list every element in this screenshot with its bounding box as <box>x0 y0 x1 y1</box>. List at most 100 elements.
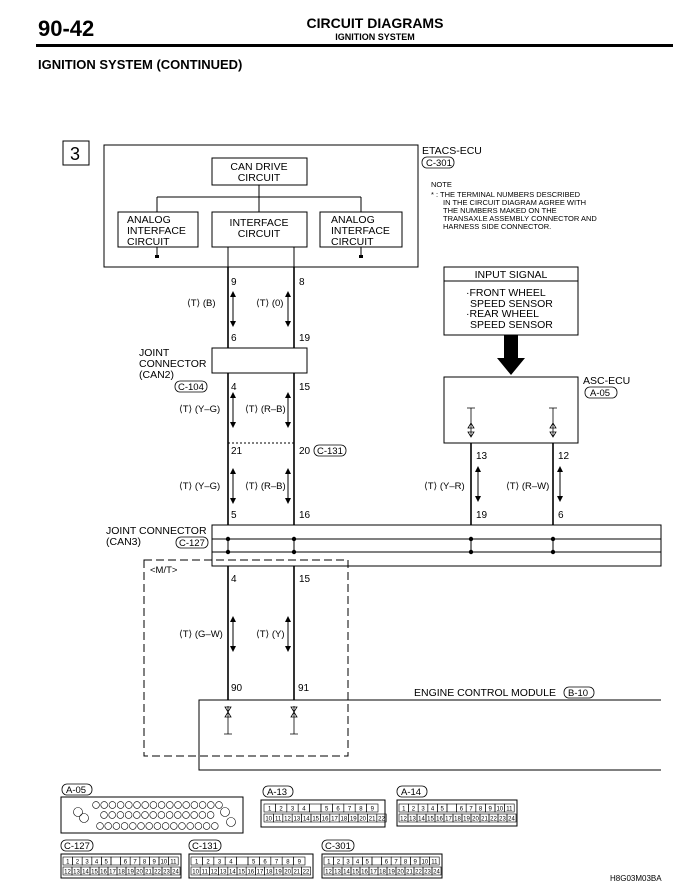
etacs-ecu-title: ETACS-ECU <box>422 145 482 157</box>
figure-code: H8G03M03BA <box>610 874 662 883</box>
input-signal-line3: ·REAR WHEEL <box>466 308 539 320</box>
connector-c127-diagram <box>60 853 182 879</box>
page-subtitle: IGNITION SYSTEM <box>335 32 415 42</box>
wire-label-1: ⟨T⟩ (B) <box>187 298 216 309</box>
a05-pin <box>133 801 141 809</box>
terminal-19: 19 <box>299 333 311 344</box>
asc-ecu-title: ASC-ECU <box>583 375 630 387</box>
wire-label-8: ⟨T⟩ (Y) <box>256 629 285 640</box>
c301-row1-pin: 3 <box>346 859 350 865</box>
c127-row2-pin: 20 <box>136 869 143 875</box>
a14-row2-pin: 14 <box>418 816 425 822</box>
a05-pin <box>137 822 145 830</box>
a13-row1-pin: 9 <box>371 806 375 812</box>
analog-interface-left-box <box>117 211 199 248</box>
analog-left-line3: CIRCUIT <box>127 236 170 248</box>
joint-connector-can2-box <box>211 347 308 374</box>
a05-pin <box>100 801 108 809</box>
analog-right-line2: INTERFACE <box>331 225 390 237</box>
connector-c127-label: C-127 <box>64 841 90 852</box>
c301-row2-pin: 12 <box>325 869 332 875</box>
c131-row1-pin: 2 <box>206 859 210 865</box>
c131-row1-pin: 5 <box>252 859 256 865</box>
terminal-12: 12 <box>558 451 570 462</box>
ecm-code: B-10 <box>568 688 588 699</box>
a14-row2-pin: 20 <box>472 816 479 822</box>
a05-pin <box>124 811 133 819</box>
c301-row1-pin: 8 <box>404 859 408 865</box>
terminal-4b: 4 <box>231 574 237 585</box>
a05-pin <box>108 811 116 819</box>
a05-pin <box>198 811 207 819</box>
c131-row2-pin: 21 <box>293 869 300 875</box>
a05-pin <box>211 822 219 830</box>
c301-row2-cell <box>431 866 442 876</box>
a05-pin <box>149 811 157 819</box>
a14-row1-pin: 7 <box>469 806 473 812</box>
a13-row2-pin: 11 <box>275 816 282 822</box>
can-drive-line1: CAN DRIVE <box>230 161 287 173</box>
c127-row1-pin: 8 <box>143 859 147 865</box>
a05-pin <box>198 801 207 809</box>
a13-row2-pin: 19 <box>350 816 357 822</box>
note-line2: IN THE CIRCUIT DIAGRAM AGREE WITH <box>443 198 586 207</box>
c301-row2-pin: 14 <box>343 869 350 875</box>
terminal-91: 91 <box>298 683 310 694</box>
a05-pin <box>129 822 137 830</box>
a05-pin <box>190 811 198 819</box>
a05-pin <box>206 811 215 819</box>
a14-row2-pin: 19 <box>463 816 470 822</box>
a14-row1-pin: 5 <box>441 806 445 812</box>
engine-control-module-box <box>198 699 661 771</box>
a05-pin <box>174 801 182 809</box>
a13-row2-pin: 10 <box>265 816 272 822</box>
page-number: 90-42 <box>38 16 95 41</box>
analog-left-line1: ANALOG <box>127 214 171 226</box>
c131-row2-pin: 14 <box>229 869 236 875</box>
c301-row1-pin: 1 <box>327 859 331 865</box>
a05-pin <box>141 811 149 819</box>
c301-row2-pin: 13 <box>334 869 341 875</box>
a14-row1-pin: 2 <box>412 806 416 812</box>
c301-row2-pin: 19 <box>388 869 395 875</box>
c301-row1-cell <box>371 856 382 866</box>
a05-pin <box>149 801 158 809</box>
a14-row1-pin: 8 <box>479 806 483 812</box>
header-rule <box>36 44 673 47</box>
section-title: IGNITION SYSTEM (CONTINUED) <box>38 57 243 72</box>
connector-a14-diagram <box>396 799 518 827</box>
a05-large-pin <box>226 817 236 827</box>
note-line5: HARNESS SIDE CONNECTOR. <box>443 222 551 231</box>
a05-large-pin <box>73 807 83 817</box>
a05-pin <box>112 822 121 830</box>
a05-pin <box>207 801 215 809</box>
c131-row1-pin: 8 <box>286 859 290 865</box>
a05-pin <box>157 811 166 819</box>
c127-row2-pin: 16 <box>100 869 107 875</box>
input-signal-line2: SPEED SENSOR <box>470 298 553 310</box>
a05-pin <box>186 822 194 830</box>
c301-row2-pin: 20 <box>397 869 404 875</box>
analog-right-line3: CIRCUIT <box>331 236 374 248</box>
a05-pin <box>170 822 178 830</box>
wire-label-5: ⟨T⟩ (Y–G) <box>179 481 220 492</box>
wire-label-2: ⟨T⟩ (0) <box>256 298 283 309</box>
connector-a13-label: A-13 <box>267 787 287 798</box>
a05-pin <box>104 822 112 830</box>
a05-pin <box>161 822 170 830</box>
a14-row2-pin: 23 <box>499 816 506 822</box>
joint-can3-line1: JOINT CONNECTOR <box>106 525 207 537</box>
c131-row2-pin: 15 <box>238 869 245 875</box>
interface-line1: INTERFACE <box>230 217 289 229</box>
wire-label-3: ⟨T⟩ (Y–G) <box>179 404 220 415</box>
a14-row2-cell <box>506 813 517 823</box>
a13-row1-pin: 6 <box>336 806 340 812</box>
c131-row1-pin: 9 <box>298 859 302 865</box>
analog-right-line1: ANALOG <box>331 214 375 226</box>
c127-row1-pin: 10 <box>160 859 167 865</box>
wire-label-10: ⟨T⟩ (R–W) <box>506 481 549 492</box>
etacs-ecu-code: C-301 <box>426 158 452 169</box>
a05-pin <box>153 822 162 830</box>
